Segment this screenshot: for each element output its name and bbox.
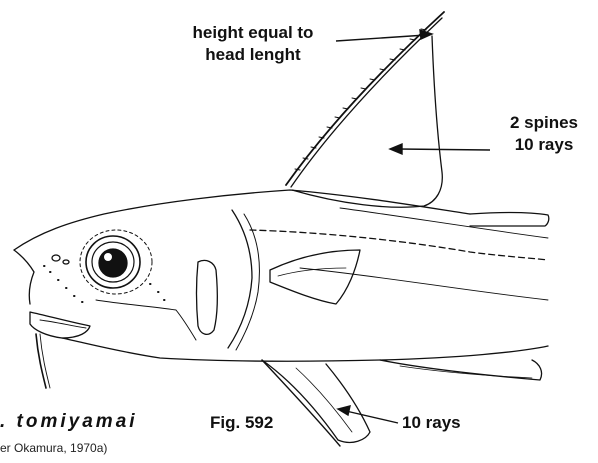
species-name: . tomiyamai	[0, 411, 138, 433]
dorsal-height-label-line2: head lenght	[168, 44, 338, 66]
body-dorsal-outline	[14, 190, 470, 250]
chin-barbel-inner	[40, 334, 50, 388]
gill-cover	[228, 210, 252, 348]
pelvic-fin	[262, 360, 370, 442]
dorsal-height-label: height equal to head lenght	[168, 22, 338, 66]
anal-fin-inner	[400, 366, 532, 378]
eye-highlight	[104, 253, 112, 261]
figure-number: Fig. 592	[210, 412, 273, 434]
pectoral-fin	[270, 250, 360, 304]
pectoral-base	[197, 260, 218, 334]
preopercle	[96, 300, 196, 340]
dorsal-count-label-line2: 10 rays	[496, 134, 592, 156]
pelvic-count-arrow-line	[346, 411, 398, 423]
nostril	[52, 255, 60, 261]
dorsal-count-label-line1: 2 spines	[496, 112, 592, 134]
pelvic-count-arrowhead	[338, 406, 350, 415]
pelvic-fin-inner	[296, 368, 352, 432]
dorsal-count-arrow-line	[398, 149, 490, 150]
eye-pupil	[99, 249, 127, 277]
body-ventral-outline	[62, 338, 548, 361]
nostril-rear	[63, 260, 69, 264]
height-arrowhead	[420, 30, 432, 39]
dorsal-count-arrowhead	[390, 144, 402, 154]
pelvic-count-label: 10 rays	[402, 412, 461, 434]
head-outline	[14, 250, 34, 304]
lateral-line	[250, 230, 548, 260]
gill-opening	[236, 214, 259, 350]
figure-credit: er Okamura, 1970a)	[0, 441, 107, 455]
mid-flank-line	[300, 268, 548, 300]
height-arrow-line	[336, 35, 426, 41]
dorsal-count-label: 2 spines 10 rays	[496, 112, 592, 156]
dorsal-height-label-line1: height equal to	[168, 22, 338, 44]
mouth	[30, 312, 90, 338]
second-dorsal-fin	[470, 213, 549, 226]
